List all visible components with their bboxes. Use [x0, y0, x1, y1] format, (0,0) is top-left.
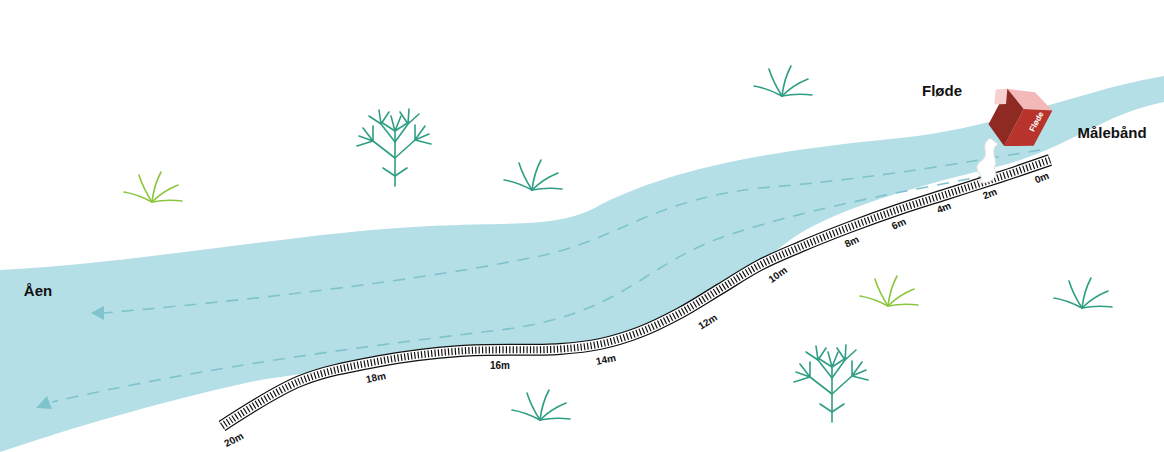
- grass-tuft: [504, 160, 562, 190]
- tape-mark: 2m: [981, 187, 998, 202]
- river-name: Åen: [24, 283, 52, 298]
- cream-carton: [974, 75, 1056, 158]
- grass-tuft: [512, 390, 570, 420]
- tape-border: [222, 160, 1050, 426]
- grass-tuft: [754, 66, 812, 96]
- grass-tuft: [860, 276, 918, 306]
- tape-measure: [222, 160, 1050, 426]
- tape-mark: 20m: [223, 431, 245, 449]
- tape-mark: 18m: [365, 371, 387, 385]
- tape-mark: 16m: [490, 361, 510, 371]
- tape-body: [222, 160, 1050, 426]
- tape-mark: 8m: [843, 234, 860, 249]
- callout-label: Fløde: [922, 83, 962, 98]
- tape-mark: 0m: [1033, 171, 1050, 186]
- carton-print: Fløde: [1028, 111, 1045, 134]
- cream-pour: [977, 138, 998, 183]
- tape-ticks: [222, 160, 1050, 426]
- tape-mark: 12m: [697, 312, 719, 331]
- callout-label: Målebånd: [1077, 125, 1146, 140]
- flow-arrowhead: [91, 306, 104, 320]
- flow-line: [52, 175, 990, 402]
- grass-tuft: [124, 172, 182, 202]
- fern-plant: [357, 109, 431, 186]
- flow-line: [104, 150, 1040, 313]
- fern-plant: [794, 345, 868, 422]
- grass-tuft: [1054, 278, 1112, 308]
- tape-mark: 4m: [935, 201, 952, 216]
- flow-arrowhead: [36, 396, 52, 409]
- tape-mark: 6m: [890, 216, 907, 231]
- tape-mark: 10m: [767, 265, 789, 285]
- river: [0, 76, 1164, 452]
- tape-mark: 14m: [595, 353, 617, 367]
